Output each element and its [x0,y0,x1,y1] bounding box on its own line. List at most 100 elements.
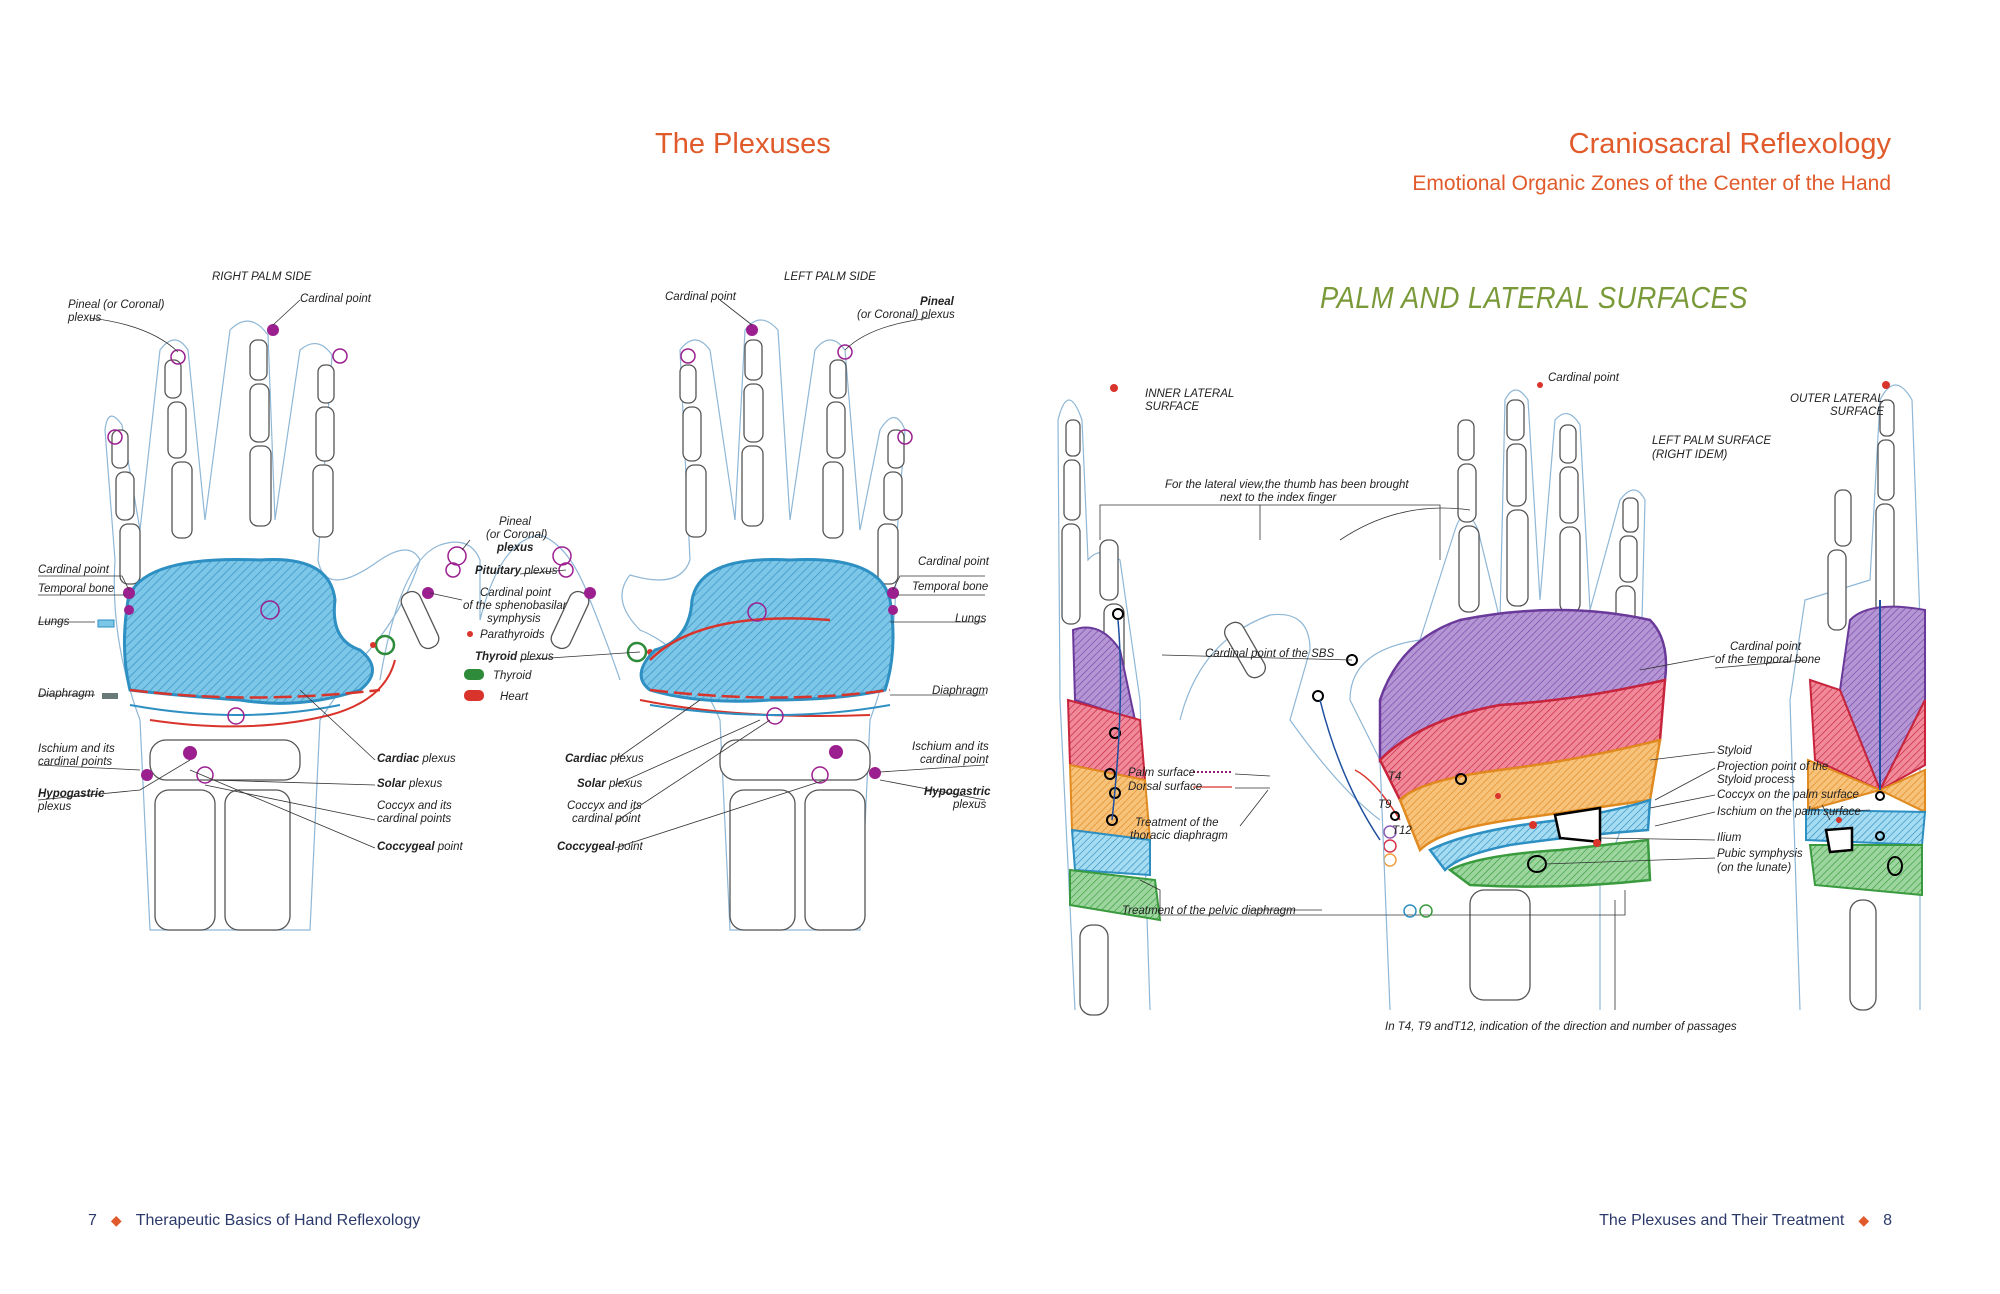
label-c-sbs-2: of the sphenobasilar [463,600,568,612]
label-rh-pineal: Pineal (or Coronal) [68,299,165,311]
label-c-heart: Heart [500,691,529,703]
pelvic-marker-1 [1403,904,1417,918]
label-palm-surface: Palm surface [1128,767,1195,779]
label-lh-cardinal-top: Cardinal point [665,291,737,303]
left-footer: 7 ◆ Therapeutic Basics of Hand Reflexology [88,1212,420,1230]
label-rh-ischium-2: cardinal points [38,756,112,768]
right-hand-drawing [104,320,421,931]
label-lateral-2: next to the index finger [1220,492,1338,504]
label-rh-coccyx: Coccyx and its [377,800,452,812]
label-lh-diaphragm: Diaphragm [932,685,989,697]
palm-lateral-diagram: INNER LATERAL SURFACE Cardinal point OUT… [1057,372,1927,1033]
label-t9: T9 [1378,799,1392,811]
label-rh-solar: Solar plexus [377,778,442,790]
label-rh-ischium: Ischium and its [38,743,115,755]
lungs-legend-swatch [97,619,115,628]
inner-lateral-hand [1057,384,1162,1016]
right-footer-text: The Plexuses and Their Treatment [1599,1212,1845,1229]
label-lh-pineal: Pineal [920,296,955,308]
left-hand-drawing [621,319,913,931]
label-c-thyroid-plexus: Thyroid plexus [475,651,554,663]
diaphragm-legend-swatch [102,693,118,699]
label-rh-cardinal-side: Cardinal point [38,564,110,576]
label-ilium: Ilium [1717,832,1742,844]
label-rh-cardiac: Cardiac plexus [377,753,456,765]
leader-lines [37,299,986,849]
diamond-icon: ◆ [110,1212,122,1228]
label-temporal-2: of the temporal bone [1715,654,1821,666]
section-title: PALM AND LATERAL SURFACES [1320,280,1748,315]
label-c-pineal-2: (or Coronal) [486,529,548,541]
label-proj-2: Styloid process [1717,774,1795,786]
label-thoracic-1: Treatment of the [1135,817,1219,829]
label-left-palm-side: LEFT PALM SIDE [784,271,876,283]
label-inner-1: INNER LATERAL [1145,388,1234,400]
label-c-parathyroids: Parathyroids [480,629,545,641]
label-c-sbs-3: symphysis [487,613,541,625]
label-lh-hypogastric-2: plexus [952,799,986,811]
label-lps-2: (RIGHT IDEM) [1652,449,1728,461]
right-page-number: 8 [1883,1212,1892,1229]
diamond-icon: ◆ [1858,1212,1870,1228]
label-rh-lungs: Lungs [38,616,70,628]
label-lh-lungs: Lungs [955,613,987,625]
label-lh-pineal-2: (or Coronal) plexus [857,309,955,321]
label-rh-pineal-2: plexus [67,312,101,324]
label-rh-cardinal-top: Cardinal point [300,293,372,305]
label-lh-ischium-2: cardinal point [920,754,989,766]
label-pubic-1: Pubic symphysis [1717,848,1803,860]
label-thoracic-2: thoracic diaphragm [1130,830,1228,842]
label-dorsal-surface: Dorsal surface [1128,781,1202,793]
label-caption: In T4, T9 andT12, indication of the dire… [1385,1021,1737,1033]
left-page: The Plexuses [37,128,991,1230]
outer-lateral-hand [1789,381,1927,1011]
left-page-title: The Plexuses [655,128,831,160]
label-lh-coccyx-2: cardinal point [572,813,641,825]
label-styloid: Styloid [1717,745,1752,757]
label-lh-coccyx: Coccyx and its [567,800,642,812]
label-inner-2: SURFACE [1145,401,1199,413]
right-footer: The Plexuses and Their Treatment ◆ 8 [1599,1212,1892,1230]
label-coccyx-palm: Coccyx on the palm surface [1717,789,1859,801]
label-c-thyroid: Thyroid [493,670,532,682]
label-rh-hypogastric: Hypogastric [38,788,105,800]
label-proj-1: Projection point of the [1717,761,1828,773]
label-t4: T4 [1388,771,1401,783]
label-c-pineal: Pineal [499,516,531,528]
label-lh-coccygeal: Coccygeal point [557,841,643,853]
label-lh-ischium: Ischium and its [912,741,989,753]
label-sbs: Cardinal point of the SBS [1205,648,1334,660]
right-page-title: Craniosacral Reflexology [1568,128,1891,160]
label-pubic-2: (on the lunate) [1717,862,1791,874]
label-c-sbs-1: Cardinal point [480,587,552,599]
label-lps-1: LEFT PALM SURFACE [1652,435,1771,447]
left-page-number: 7 [88,1212,97,1229]
label-rh-coccyx-2: cardinal points [377,813,451,825]
label-t12: T12 [1392,825,1412,837]
label-temporal-1: Cardinal point [1730,641,1802,653]
right-page-subtitle: Emotional Organic Zones of the Center of… [1412,172,1891,195]
label-lateral-1: For the lateral view,the thumb has been … [1165,479,1409,491]
label-lh-temporal: Temporal bone [912,581,988,593]
label-lh-cardinal-side: Cardinal point [918,556,990,568]
palm-surface-hand [1349,382,1668,1011]
label-outer-1: OUTER LATERAL [1790,393,1884,405]
label-c-pineal-3: plexus [496,542,533,554]
label-rh-coccygeal: Coccygeal point [377,841,463,853]
pelvic-marker-2 [1419,904,1433,918]
label-right-palm-side: RIGHT PALM SIDE [212,271,312,283]
label-rh-diaphragm: Diaphragm [38,688,95,700]
label-lh-hypogastric: Hypogastric [924,786,991,798]
center-thumbs-drawing [370,534,653,701]
label-lh-cardiac: Cardiac plexus [565,753,644,765]
right-page: Craniosacral Reflexology Emotional Organ… [1000,0,2000,1294]
label-ischium-palm: Ischium on the palm surface [1717,806,1861,818]
right-leader-lines [1099,504,1871,1010]
label-rh-temporal: Temporal bone [38,583,114,595]
label-outer-2: SURFACE [1830,406,1884,418]
left-footer-text: Therapeutic Basics of Hand Reflexology [135,1212,421,1229]
label-lh-solar: Solar plexus [577,778,642,790]
label-rh-hypogastric-2: plexus [37,801,71,813]
label-cardinal: Cardinal point [1548,372,1620,384]
label-c-pituitary: Pituitary plexus [475,565,558,577]
